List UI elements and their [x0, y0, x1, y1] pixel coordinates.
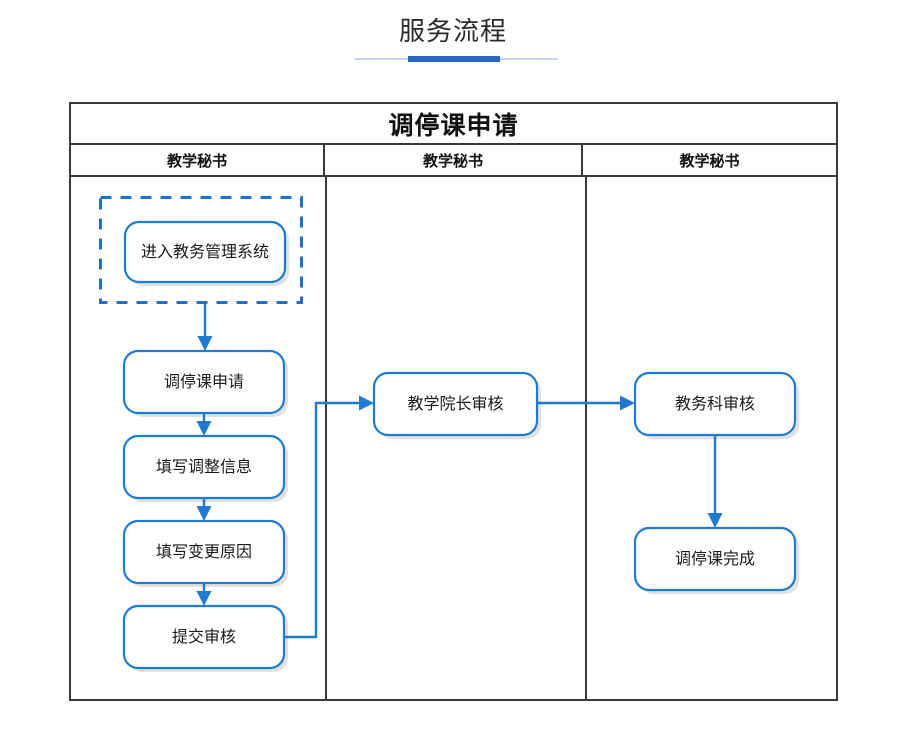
- flow-table-title: 调停课申请: [388, 111, 519, 140]
- column-header-1: 教学秘书: [71, 145, 325, 175]
- column-divider-1: [325, 177, 327, 699]
- flow-table: 调停课申请 教学秘书 教学秘书 教学秘书: [69, 102, 838, 701]
- column-header-3: 教学秘书: [679, 152, 740, 170]
- column-header-2: 教学秘书: [325, 145, 583, 175]
- page-header: 服务流程: [0, 0, 906, 90]
- flow-table-title-row: 调停课申请: [71, 104, 836, 145]
- flow-table-body: [71, 177, 836, 699]
- title-rule-accent: [408, 56, 500, 62]
- column-divider-2: [585, 177, 587, 699]
- flow-table-header-row: 教学秘书 教学秘书 教学秘书: [71, 145, 836, 177]
- page-title: 服务流程: [398, 16, 507, 46]
